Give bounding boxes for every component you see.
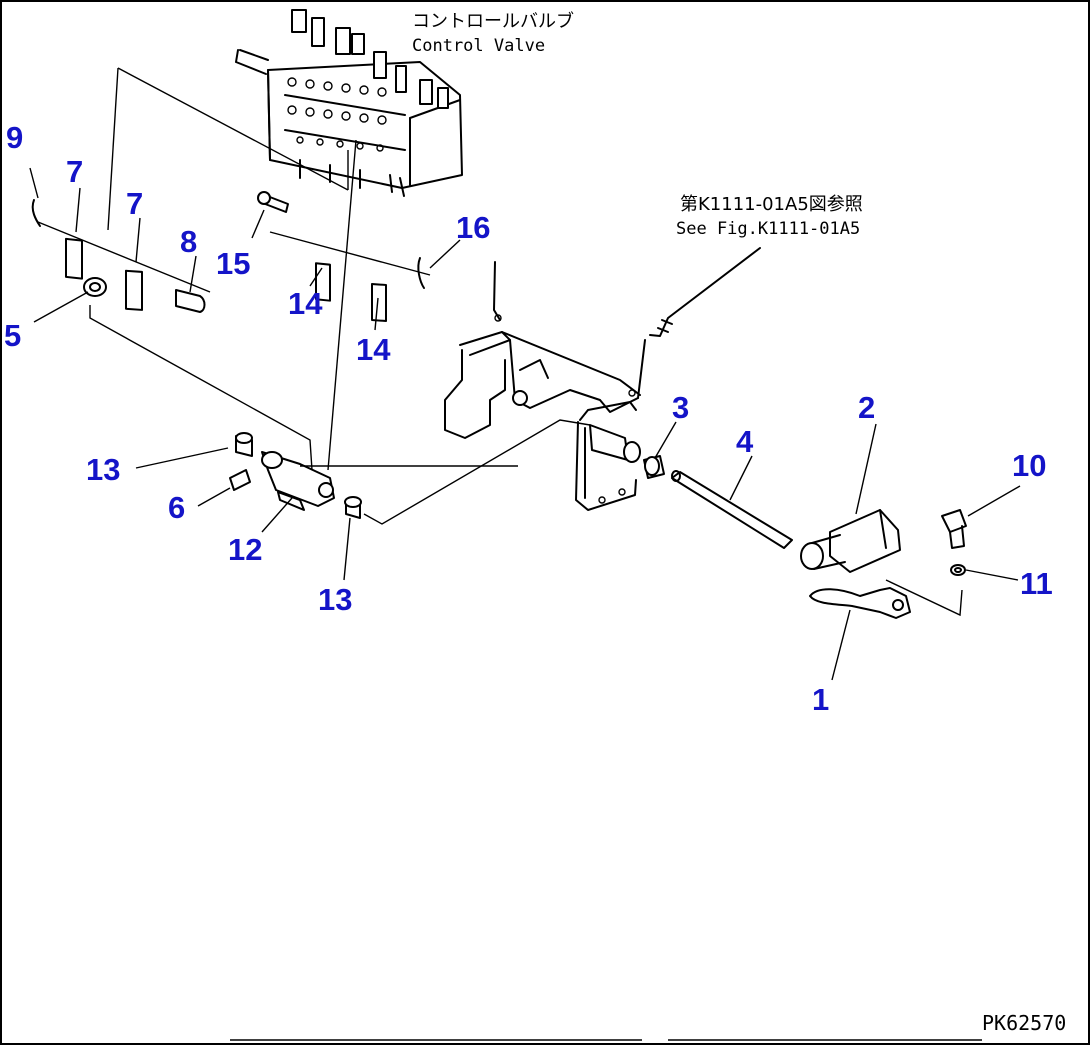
callout-5: 5 <box>4 318 21 353</box>
reference-label-jp: 第K1111-01A5図参照 <box>680 194 863 215</box>
clevis-assembly <box>229 419 591 525</box>
callout-7: 7 <box>66 154 83 189</box>
reference-leader <box>649 247 761 337</box>
callout-16: 16 <box>456 210 490 245</box>
callout-6: 6 <box>168 490 185 525</box>
callout-13: 13 <box>86 452 120 487</box>
callout-2: 2 <box>858 390 875 425</box>
figure-code: PK62570 <box>982 1011 1066 1035</box>
callout-12: 12 <box>228 532 262 567</box>
callout-3: 3 <box>672 390 689 425</box>
callout-8: 8 <box>180 224 197 259</box>
control-valve-label-en: Control Valve <box>412 36 545 56</box>
callout-15: 15 <box>216 246 250 281</box>
callout-leaders <box>29 167 1021 681</box>
control-valve-label-jp: コントロールバルブ <box>412 10 574 32</box>
pedal-plate <box>800 509 901 573</box>
control-valve <box>235 9 463 197</box>
bolt-washer <box>941 509 967 576</box>
callout-10: 10 <box>1012 448 1046 483</box>
callout-14: 14 <box>356 332 391 367</box>
rod-assembly-upper <box>257 191 431 322</box>
callout-9: 9 <box>6 120 23 155</box>
rod-assembly-left <box>31 199 313 471</box>
callout-14: 14 <box>288 286 323 321</box>
callout-11: 11 <box>1020 566 1053 601</box>
callout-7: 7 <box>126 186 143 221</box>
pedal-lever <box>809 579 963 619</box>
callout-4: 4 <box>736 424 754 459</box>
pedal-bracket <box>444 261 646 511</box>
pedal-shaft <box>643 455 793 549</box>
reference-label-en: See Fig.K1111-01A5 <box>676 219 860 239</box>
callout-13: 13 <box>318 582 352 617</box>
callout-1: 1 <box>812 682 829 717</box>
